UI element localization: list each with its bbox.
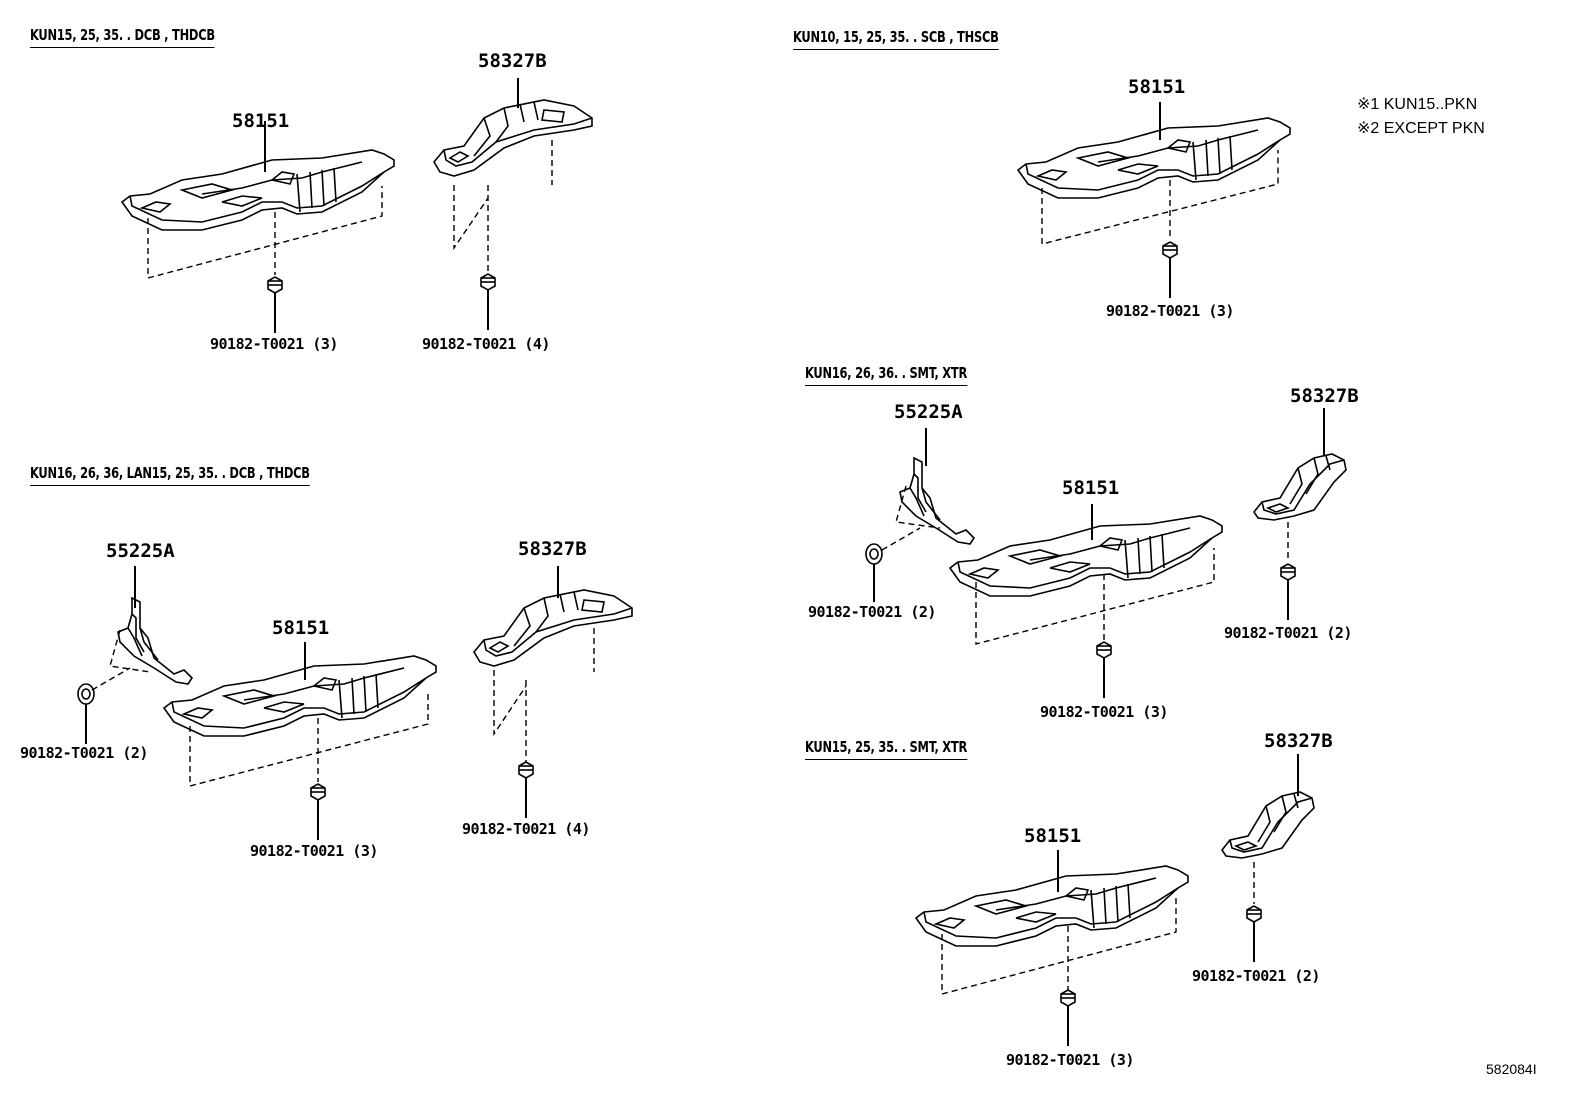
part-label-58151: 58151 [1128, 76, 1186, 98]
part-label-58327b: 58327B [478, 50, 547, 72]
section-header-bl: KUN16, 26, 36, LAN15, 25, 35. . DCB , TH… [30, 464, 310, 486]
section-header-br: KUN15, 25, 35. . SMT, XTR [805, 738, 967, 760]
section-header-tr: KUN10, 15, 25, 35. . SCB , THSCB [793, 28, 999, 50]
br-cover-drawing [1221, 754, 1315, 963]
tr-shield-drawing [1017, 102, 1291, 299]
bolt-label-br-shield: 90182-T0021 (3) [1006, 1051, 1134, 1069]
bolt-label-tl-shield: 90182-T0021 (3) [210, 335, 338, 353]
part-label-55225a: 55225A [894, 401, 963, 423]
part-label-58327b: 58327B [1290, 385, 1359, 407]
bolt-label-mr-bracket: 90182-T0021 (2) [808, 603, 936, 621]
part-label-58327b: 58327B [518, 538, 587, 560]
bolt-label-br-cover: 90182-T0021 (2) [1192, 967, 1320, 985]
bolt-label-bl-cover: 90182-T0021 (4) [462, 820, 590, 838]
part-label-55225a: 55225A [106, 540, 175, 562]
note-2: ※2 EXCEPT PKN [1357, 120, 1485, 137]
bolt-label-tl-cover: 90182-T0021 (4) [422, 335, 550, 353]
part-label-58327b: 58327B [1264, 730, 1333, 752]
tl-cover-drawing [433, 78, 593, 331]
part-label-58151: 58151 [1062, 477, 1120, 499]
part-label-58151: 58151 [1024, 825, 1082, 847]
part-label-58151: 58151 [232, 110, 290, 132]
mr-shield-drawing [949, 504, 1223, 699]
bolt-label-tr-shield: 90182-T0021 (3) [1106, 302, 1234, 320]
bl-shield-drawing [163, 642, 437, 841]
bl-bracket-drawing [77, 566, 193, 744]
part-label-58151: 58151 [272, 617, 330, 639]
section-header-tl: KUN15, 25, 35. . DCB , THDCB [30, 26, 215, 48]
bolt-label-bl-bracket: 90182-T0021 (2) [20, 744, 148, 762]
br-shield-drawing [915, 850, 1189, 1047]
mr-bracket-drawing [865, 428, 975, 602]
figure-reference: 582084I [1486, 1061, 1537, 1077]
bolt-label-mr-cover: 90182-T0021 (2) [1224, 624, 1352, 642]
bl-cover-drawing [473, 566, 633, 819]
section-header-mr: KUN16, 26, 36. . SMT, XTR [805, 364, 967, 386]
tl-shield-drawing [121, 121, 395, 334]
note-1: ※1 KUN15..PKN [1357, 96, 1478, 113]
bolt-label-mr-shield: 90182-T0021 (3) [1040, 703, 1168, 721]
mr-cover-drawing [1253, 408, 1347, 621]
bolt-label-bl-shield: 90182-T0021 (3) [250, 842, 378, 860]
